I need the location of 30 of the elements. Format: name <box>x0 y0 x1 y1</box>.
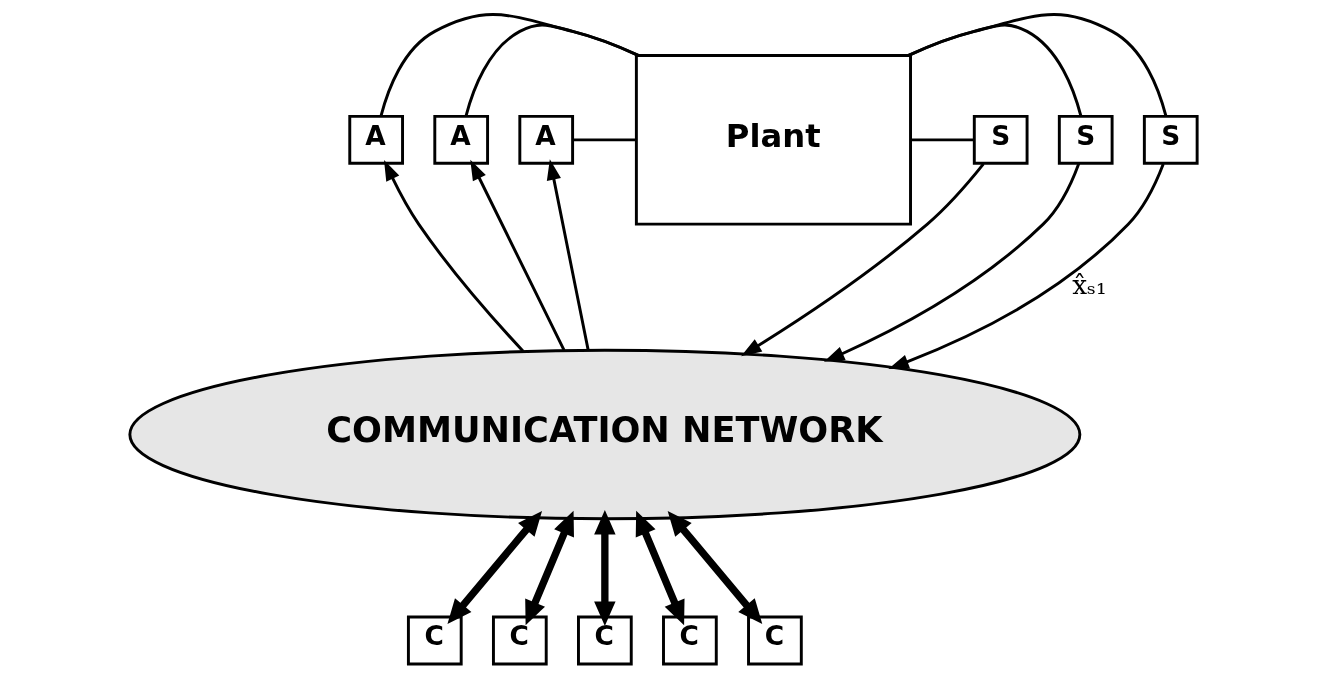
arrow <box>446 510 542 624</box>
arrow <box>383 159 524 353</box>
connector <box>910 138 974 142</box>
arrow <box>823 162 1080 362</box>
connector <box>907 13 1167 117</box>
node-box: C <box>746 615 803 666</box>
node-box: A <box>347 114 404 165</box>
arrow <box>593 510 616 626</box>
connector <box>379 13 639 117</box>
node-box: A <box>517 114 574 165</box>
node-box: S <box>1057 114 1114 165</box>
connector <box>464 23 639 117</box>
connector <box>907 23 1082 117</box>
node-box: C <box>491 615 548 666</box>
node-box: Plant <box>634 54 912 226</box>
arrow <box>635 510 685 626</box>
edge-label: x̂ₛ₁ <box>1071 269 1107 300</box>
node-box: S <box>1142 114 1199 165</box>
arrow <box>887 163 1165 369</box>
node-box: A <box>432 114 489 165</box>
arrow <box>667 511 762 624</box>
arrow <box>469 159 565 351</box>
arrow <box>740 163 985 357</box>
node-box: S <box>972 114 1029 165</box>
node-box: C <box>576 615 633 666</box>
node-box: C <box>406 615 463 666</box>
connector <box>572 138 636 142</box>
arrow <box>524 510 574 626</box>
node-box: C <box>661 615 718 666</box>
arrow <box>546 159 590 351</box>
